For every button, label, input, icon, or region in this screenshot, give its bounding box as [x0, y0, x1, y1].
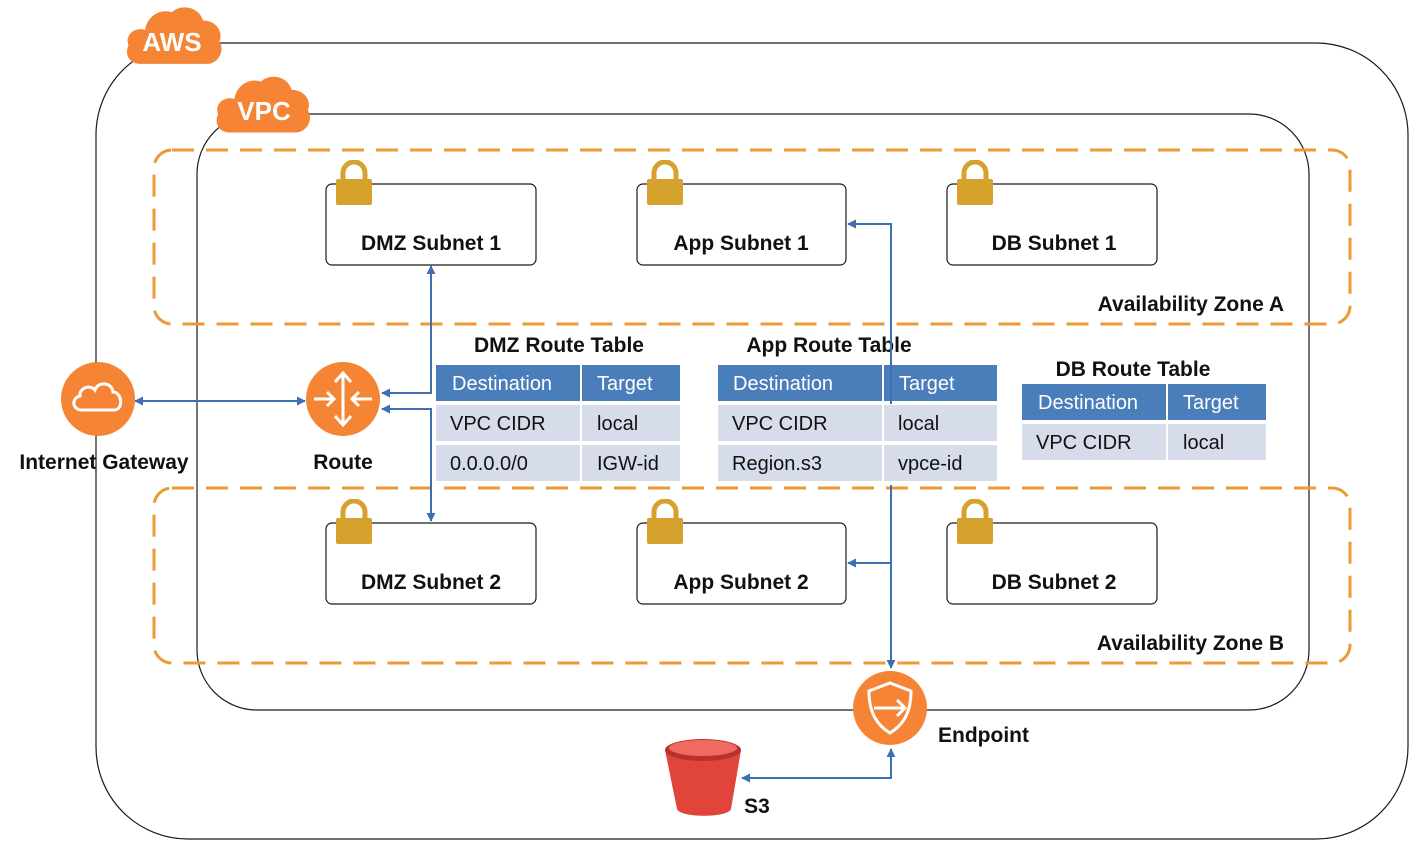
padlock-icon: [957, 162, 993, 205]
aws-cloud-container: [95, 42, 1409, 840]
availability-zone-a: Availability Zone A: [152, 148, 1352, 326]
subnet-app-2: App Subnet 2: [636, 501, 847, 605]
table-cell: VPC CIDR: [1036, 432, 1132, 454]
subnet-label: DMZ Subnet 2: [361, 571, 501, 594]
table-cell: IGW-id: [597, 453, 659, 475]
zone-label: Availability Zone B: [1097, 632, 1284, 655]
s3-label: S3: [744, 795, 770, 818]
table-header: Target: [597, 373, 653, 395]
padlock-icon: [336, 501, 372, 544]
table-header: Target: [899, 373, 955, 395]
endpoint-label: Endpoint: [938, 724, 1029, 747]
table-header: Target: [1183, 392, 1239, 414]
vpc-badge-label: VPC: [237, 96, 291, 126]
route-table-title: DMZ Route Table: [474, 334, 644, 357]
zone-label: Availability Zone A: [1098, 293, 1284, 316]
padlock-icon: [336, 162, 372, 205]
cloud-icon: [61, 362, 135, 436]
route-node: Route: [306, 362, 380, 474]
app-route-table: App Route Table Destination Target VPC C…: [718, 334, 997, 481]
route-table-title: DB Route Table: [1056, 358, 1211, 381]
bucket-icon: [665, 739, 741, 816]
endpoint-node: Endpoint: [853, 671, 1029, 747]
table-cell: local: [1183, 432, 1224, 454]
subnet-label: App Subnet 2: [673, 571, 808, 594]
table-cell: VPC CIDR: [450, 413, 546, 435]
subnet-label: DB Subnet 2: [992, 571, 1117, 594]
subnet-dmz-1: DMZ Subnet 1: [325, 162, 537, 266]
subnet-dmz-2: DMZ Subnet 2: [325, 501, 537, 605]
s3-endpoint-link: [741, 748, 896, 783]
table-cell: VPC CIDR: [732, 413, 828, 435]
app1-endpoint-link: [847, 219, 892, 404]
route-dmz2-link: [381, 404, 436, 522]
padlock-icon: [647, 162, 683, 205]
table-header: Destination: [1038, 392, 1138, 414]
table-header: Destination: [452, 373, 552, 395]
table-cell: local: [898, 413, 939, 435]
subnet-app-1: App Subnet 1: [636, 162, 847, 266]
subnet-label: App Subnet 1: [673, 232, 809, 255]
internet-gateway-label: Internet Gateway: [19, 451, 189, 474]
vpc-badge: VPC: [216, 76, 310, 133]
aws-badge-label: AWS: [142, 27, 201, 57]
subnet-label: DMZ Subnet 1: [361, 232, 501, 255]
dmz-route-table: DMZ Route Table Destination Target VPC C…: [436, 334, 680, 481]
route-label: Route: [313, 451, 373, 474]
table-cell: 0.0.0.0/0: [450, 453, 528, 475]
table-cell: local: [597, 413, 638, 435]
internet-gateway-node: Internet Gateway: [19, 362, 189, 474]
subnet-db-2: DB Subnet 2: [946, 501, 1158, 605]
db-route-table: DB Route Table Destination Target VPC CI…: [1022, 358, 1266, 460]
table-cell: vpce-id: [898, 453, 962, 475]
table-header: Destination: [733, 373, 833, 395]
route-dmz1-link: [381, 265, 436, 398]
subnet-label: DB Subnet 1: [992, 232, 1117, 255]
availability-zone-b: Availability Zone B: [152, 486, 1352, 665]
aws-badge: AWS: [126, 7, 222, 64]
padlock-icon: [647, 501, 683, 544]
vpc-container: [196, 113, 1310, 711]
subnet-db-1: DB Subnet 1: [946, 162, 1158, 266]
padlock-icon: [957, 501, 993, 544]
connectors: [134, 219, 896, 783]
route-table-title: App Route Table: [746, 334, 911, 357]
s3-node: S3: [665, 739, 770, 818]
table-cell: Region.s3: [732, 453, 822, 475]
